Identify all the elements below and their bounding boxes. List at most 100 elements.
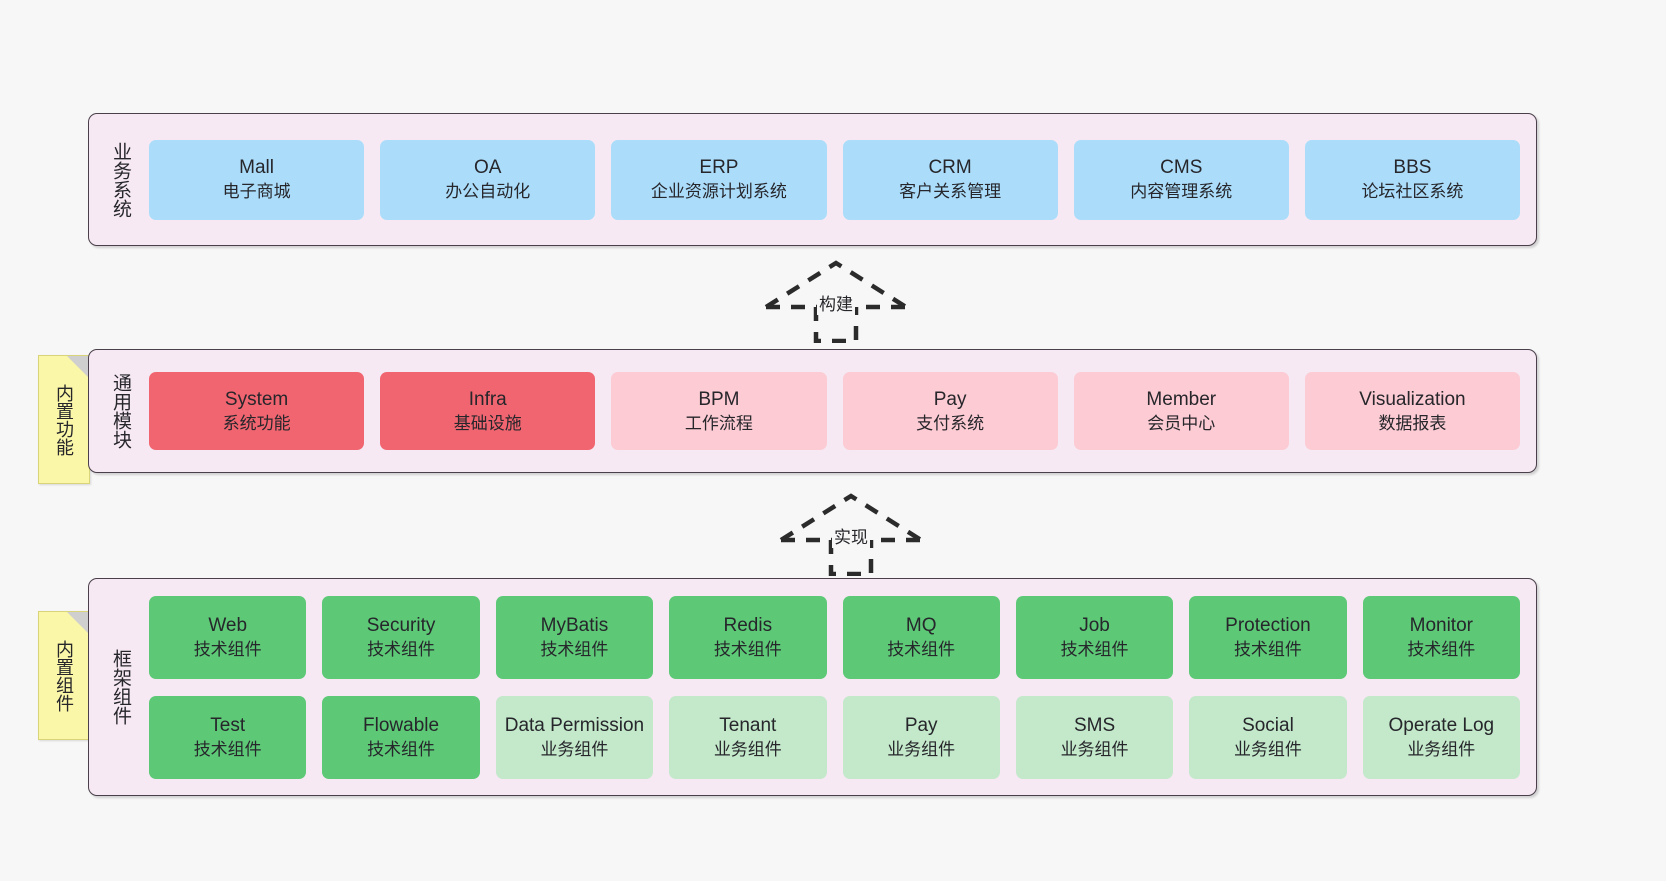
row: Mall 电子商城 OA 办公自动化 ERP 企业资源计划系统 CRM 客户关系… [149, 139, 1521, 220]
node-subtitle: 办公自动化 [445, 182, 531, 201]
node-mq[interactable]: MQ 技术组件 [842, 595, 1000, 679]
node-title: Monitor [1409, 614, 1473, 636]
node-sms[interactable]: SMS 业务组件 [1015, 695, 1174, 779]
node-subtitle: 电子商城 [222, 182, 291, 201]
node-test[interactable]: Test 技术组件 [149, 695, 307, 779]
node-bpm[interactable]: BPM 工作流程 [611, 372, 827, 450]
node-title: Job [1079, 614, 1110, 636]
note-fold-icon [67, 356, 89, 378]
layer-business-systems: 业务系统 Mall 电子商城 OA 办公自动化 ERP 企业资源计划系统 CRM… [88, 113, 1537, 246]
row: Test 技术组件 Flowable 技术组件 Data Permission … [149, 695, 1520, 779]
node-title: CMS [1160, 157, 1203, 178]
node-title: Mall [239, 157, 274, 178]
node-crm[interactable]: CRM 客户关系管理 [842, 139, 1058, 220]
node-title: Member [1146, 388, 1217, 410]
node-title: Web [208, 614, 248, 636]
node-title: Pay [933, 388, 967, 410]
node-job[interactable]: Job 技术组件 [1015, 595, 1174, 679]
node-mall[interactable]: Mall 电子商城 [149, 139, 365, 220]
generalization-arrow-icon [764, 260, 908, 343]
node-cms[interactable]: CMS 内容管理系统 [1073, 139, 1289, 220]
node-subtitle: 技术组件 [887, 639, 956, 659]
node-subtitle: 技术组件 [193, 639, 262, 659]
node-subtitle: 技术组件 [193, 739, 262, 759]
node-title: Data Permission [504, 714, 645, 736]
node-title: BPM [698, 388, 740, 410]
node-erp[interactable]: ERP 企业资源计划系统 [611, 139, 827, 220]
node-mybatis[interactable]: MyBatis 技术组件 [495, 595, 654, 679]
node-web[interactable]: Web 技术组件 [149, 595, 307, 679]
node-title: CRM [928, 157, 972, 178]
node-subtitle: 业务组件 [887, 739, 956, 759]
node-subtitle: 技术组件 [367, 739, 436, 759]
node-subtitle: 业务组件 [540, 739, 609, 759]
layer-label-business: 业务系统 [110, 141, 131, 218]
generalization-arrow-icon [779, 493, 923, 576]
node-title: Social [1242, 714, 1294, 736]
node-member[interactable]: Member 会员中心 [1073, 372, 1289, 450]
node-subtitle: 技术组件 [367, 639, 436, 659]
node-subtitle: 工作流程 [684, 413, 753, 433]
node-title: MyBatis [540, 614, 609, 636]
node-social[interactable]: Social 业务组件 [1189, 695, 1347, 779]
node-redis[interactable]: Redis 技术组件 [669, 595, 827, 679]
node-oa[interactable]: OA 办公自动化 [380, 139, 596, 220]
layer-label-common: 通用模块 [110, 373, 131, 449]
node-subtitle: 客户关系管理 [899, 182, 1002, 201]
node-subtitle: 技术组件 [1060, 639, 1129, 659]
node-title: Protection [1225, 614, 1311, 636]
node-title: Pay [904, 714, 938, 736]
node-subtitle: 业务组件 [1060, 739, 1129, 759]
node-subtitle: 业务组件 [1407, 739, 1476, 759]
node-title: Flowable [363, 714, 440, 736]
layer-label-framework: 框架组件 [110, 649, 131, 725]
arrow-label-realize: 实现 [832, 528, 870, 548]
node-title: System [224, 388, 289, 410]
node-title: Infra [468, 388, 507, 410]
note-builtin-component: 内置组件 [38, 611, 90, 740]
node-operate-log[interactable]: Operate Log 业务组件 [1362, 695, 1520, 779]
node-title: ERP [699, 157, 739, 178]
node-title: Tenant [719, 714, 777, 736]
node-subtitle: 业务组件 [1233, 739, 1302, 759]
node-pay-business[interactable]: Pay 业务组件 [842, 695, 1000, 779]
node-visualization[interactable]: Visualization 数据报表 [1304, 372, 1521, 450]
node-title: Redis [723, 614, 773, 636]
node-security[interactable]: Security 技术组件 [322, 595, 480, 679]
node-infra[interactable]: Infra 基础设施 [380, 372, 596, 450]
node-title: SMS [1073, 714, 1116, 736]
node-subtitle: 内容管理系统 [1130, 182, 1233, 201]
layer-body-framework: Web 技术组件 Security 技术组件 MyBatis 技术组件 Redi… [139, 595, 1536, 779]
node-monitor[interactable]: Monitor 技术组件 [1362, 595, 1520, 679]
note-label: 内置功能 [54, 383, 74, 456]
node-data-permission[interactable]: Data Permission 业务组件 [495, 695, 654, 779]
arrow-label-build: 构建 [817, 295, 855, 315]
layer-body-common: System 系统功能 Infra 基础设施 BPM 工作流程 Pay 支付系统… [139, 372, 1536, 450]
node-subtitle: 技术组件 [713, 639, 782, 659]
node-system[interactable]: System 系统功能 [149, 372, 365, 450]
note-builtin-function: 内置功能 [38, 355, 90, 484]
node-subtitle: 业务组件 [713, 739, 782, 759]
node-flowable[interactable]: Flowable 技术组件 [322, 695, 480, 779]
node-subtitle: 技术组件 [1407, 639, 1476, 659]
node-subtitle: 数据报表 [1378, 413, 1447, 433]
node-subtitle: 基础设施 [453, 413, 522, 433]
node-title: OA [474, 157, 502, 178]
node-pay[interactable]: Pay 支付系统 [842, 372, 1058, 450]
arrow-build: 构建 [760, 259, 912, 343]
node-subtitle: 企业资源计划系统 [650, 182, 787, 201]
node-subtitle: 支付系统 [916, 413, 985, 433]
node-title: Test [210, 714, 246, 736]
node-bbs[interactable]: BBS 论坛社区系统 [1304, 139, 1521, 220]
node-protection[interactable]: Protection 技术组件 [1189, 595, 1347, 679]
node-title: Operate Log [1388, 714, 1495, 736]
node-subtitle: 系统功能 [222, 413, 291, 433]
layer-common-modules: 通用模块 System 系统功能 Infra 基础设施 BPM 工作流程 Pay… [88, 349, 1537, 473]
node-title: Security [366, 614, 436, 636]
layer-framework-components: 框架组件 Web 技术组件 Security 技术组件 MyBatis 技术组件… [88, 578, 1537, 796]
node-tenant[interactable]: Tenant 业务组件 [669, 695, 827, 779]
row: System 系统功能 Infra 基础设施 BPM 工作流程 Pay 支付系统… [149, 372, 1521, 450]
node-title: Visualization [1359, 388, 1466, 410]
note-label: 内置组件 [54, 639, 74, 712]
